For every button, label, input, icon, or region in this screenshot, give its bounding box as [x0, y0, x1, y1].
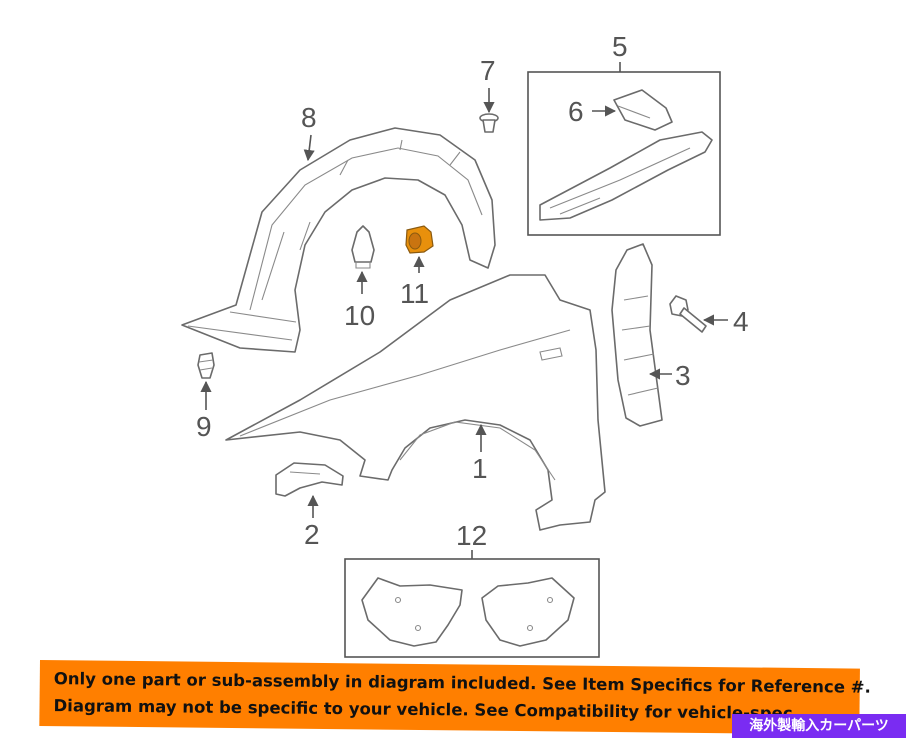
- callout-12: 12: [456, 520, 487, 551]
- mud-flap-box-12: [344, 558, 600, 658]
- callout-1: 1: [472, 453, 488, 484]
- disclaimer-line-1: Only one part or sub-assembly in diagram…: [53, 669, 871, 697]
- disclaimer-line-2: Diagram may not be specific to your vehi…: [53, 696, 793, 723]
- bracket-part-3: [611, 243, 663, 427]
- callout-6: 6: [568, 96, 584, 127]
- bolt-part-9: [197, 352, 215, 379]
- callout-7: 7: [480, 55, 496, 86]
- bracket-part-2: [275, 462, 344, 497]
- clip-part-7: [479, 113, 499, 133]
- shop-badge: 海外製輸入カーパーツ: [732, 714, 906, 738]
- callout-10: 10: [344, 300, 375, 331]
- callout-3: 3: [675, 360, 691, 391]
- leader-lines: [200, 62, 728, 559]
- clip-part-10: [351, 225, 375, 269]
- fender-part-1: [225, 274, 606, 531]
- reinforcement-assembly-box-5: [527, 71, 721, 236]
- bolt-part-4: [669, 295, 707, 333]
- callout-4: 4: [733, 306, 749, 337]
- callout-5: 5: [612, 31, 628, 62]
- callout-9: 9: [196, 411, 212, 442]
- callout-11: 11: [400, 278, 429, 309]
- fender-liner-part: [181, 127, 496, 353]
- callout-8: 8: [301, 102, 317, 133]
- highlighted-nut-part-11: [405, 225, 434, 254]
- callout-2: 2: [304, 519, 320, 550]
